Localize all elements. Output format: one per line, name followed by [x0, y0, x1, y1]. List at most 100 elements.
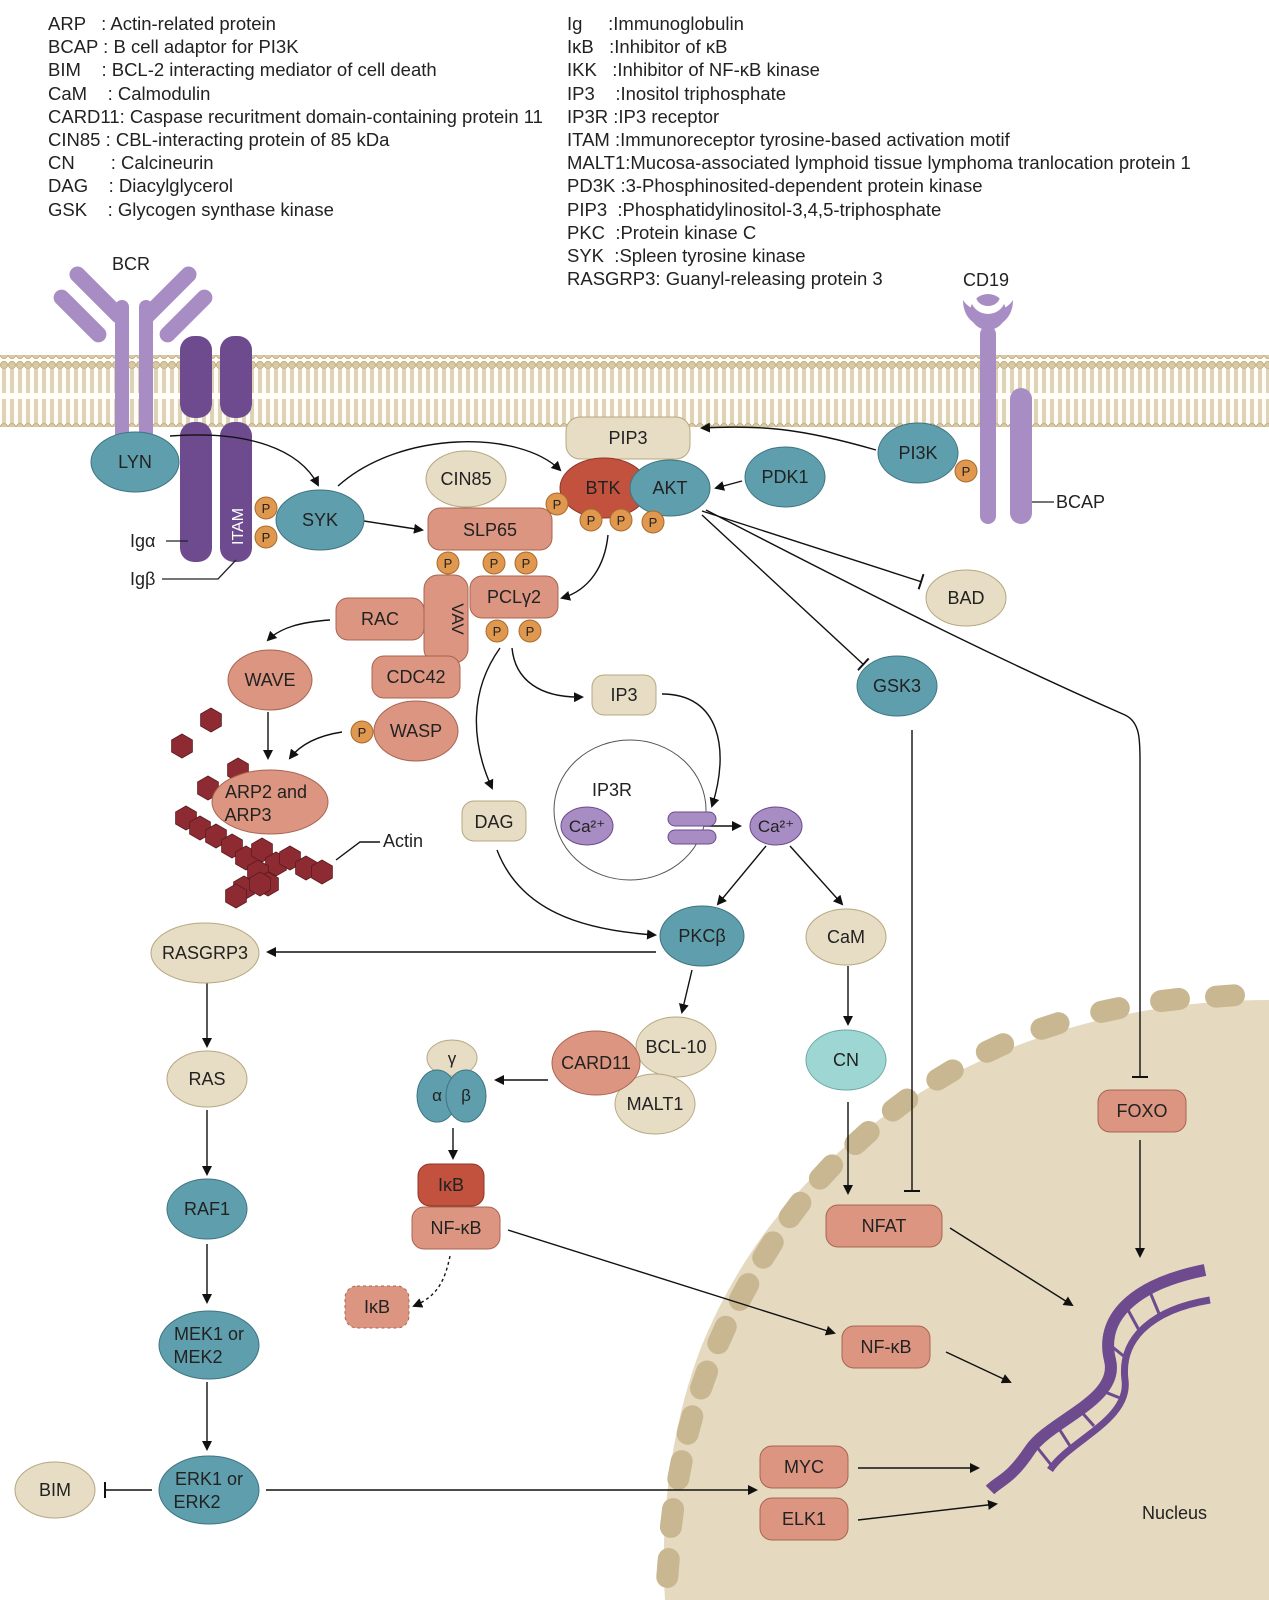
ig-beta-label: Igβ [130, 569, 155, 589]
svg-text:P: P [262, 501, 271, 516]
rac-node: RAC [335, 597, 425, 641]
actin-monomer [189, 815, 211, 841]
bcr-receptor [53, 266, 213, 440]
svg-text:P: P [522, 556, 531, 571]
actin-label: Actin [383, 831, 423, 851]
ip3r-label: IP3R [592, 780, 632, 800]
wasp-node: WASP [373, 700, 459, 762]
legend-right-row: SYK :Spleen tyrosine kinase [567, 245, 806, 267]
itam-label: ITAM [230, 508, 247, 545]
calcium-er-node: Ca²⁺ [560, 806, 614, 846]
dag-node: DAG [461, 800, 527, 842]
ip3r-channel [667, 811, 717, 845]
lyn-label: LYN [118, 452, 152, 472]
ikk-alpha-label: α [432, 1086, 442, 1105]
nuclear-pore [1030, 1012, 1070, 1040]
nuclear-pore [881, 1088, 919, 1122]
nucleus-label: Nucleus [1142, 1503, 1207, 1523]
malt1-node: MALT1 [614, 1073, 696, 1135]
nuclear-pore [975, 1033, 1015, 1063]
nfkb-nuclear-label: NF-κB [861, 1337, 912, 1357]
ras-node: RAS [166, 1050, 248, 1108]
nuclear-pore [659, 1498, 685, 1538]
cdc42-label: CDC42 [386, 667, 445, 687]
pdk1-label: PDK1 [761, 467, 808, 487]
nuclear-pore [1205, 984, 1245, 1008]
nfkb-label: NF-κB [431, 1218, 482, 1238]
cd19-receptor [963, 294, 1032, 524]
cn-node: CN [805, 1029, 887, 1091]
foxo-label: FOXO [1116, 1101, 1167, 1121]
legend-left-row: BIM : BCL-2 interacting mediator of cell… [48, 59, 437, 81]
myc-label: MYC [784, 1457, 824, 1477]
legend-left-row: CARD11: Caspase recuritment domain-conta… [48, 105, 543, 127]
bcl10-node: BCL-10 [635, 1016, 717, 1078]
nuclear-pore [1090, 997, 1130, 1023]
gsk3-label: GSK3 [873, 676, 921, 696]
svg-text:P: P [444, 556, 453, 571]
erk-label-1: ERK1 or [175, 1469, 243, 1489]
pdk1-node: PDK1 [744, 446, 826, 508]
svg-text:P: P [649, 515, 658, 530]
card11-node: CARD11 [551, 1030, 641, 1096]
nuclear-envelope [656, 984, 1245, 1588]
bcl10-label: BCL-10 [645, 1037, 706, 1057]
svg-text:P: P [490, 556, 499, 571]
phosphate-icon: P [641, 510, 665, 534]
mek-label-2: MEK2 [173, 1347, 222, 1367]
slp65-label: SLP65 [463, 520, 517, 540]
legend-left-row: GSK : Glycogen synthase kinase [48, 198, 334, 220]
gsk3-node: GSK3 [856, 655, 938, 717]
pi3k-node: PI3K [877, 422, 959, 484]
rasgrp3-label: RASGRP3 [162, 943, 248, 963]
svg-text:P: P [587, 513, 596, 528]
nuclear-pore [689, 1360, 719, 1400]
legend-right-row: IKK :Inhibitor of NF-κB kinase [567, 59, 820, 81]
actin-filament [171, 707, 333, 909]
actin-monomer [311, 859, 333, 885]
erk-node: ERK1 or ERK2 [158, 1455, 260, 1525]
nuclear-pore [808, 1154, 844, 1190]
malt1-label: MALT1 [627, 1094, 684, 1114]
bad-label: BAD [947, 588, 984, 608]
ras-label: RAS [188, 1069, 225, 1089]
nuclear-pore [1150, 987, 1190, 1013]
actin-monomer [225, 883, 247, 909]
nuclear-pore [752, 1231, 784, 1269]
plcg2-label: PCLγ2 [487, 587, 541, 607]
ig-alpha-label: Igα [130, 531, 155, 551]
wave-label: WAVE [244, 670, 295, 690]
legend-right-row: PD3K :3-Phosphinosited-dependent protein… [567, 175, 983, 197]
svg-text:P: P [617, 513, 626, 528]
btk-node: BTK [559, 457, 649, 519]
phosphate-icon: P [254, 525, 278, 549]
legend-left-row: CIN85 : CBL-interacting protein of 85 kD… [48, 129, 390, 151]
actin-monomer [200, 707, 222, 733]
ikb-free-node: IκB [344, 1285, 410, 1329]
nuclear-pore [926, 1059, 964, 1091]
cam-label: CaM [827, 927, 865, 947]
nfkb-node: NF-κB [411, 1206, 501, 1250]
ip3-label: IP3 [610, 685, 637, 705]
ikb-node: IκB [417, 1163, 485, 1207]
svg-text:P: P [962, 464, 971, 479]
vav-label: VAV [448, 603, 467, 635]
nfat-node: NFAT [825, 1204, 943, 1248]
arp-label-2: ARP3 [224, 805, 271, 825]
nuclear-pore [676, 1405, 704, 1445]
erk-label-2: ERK2 [173, 1492, 220, 1512]
ikk-gamma-label: γ [448, 1049, 457, 1068]
svg-text:P: P [358, 725, 367, 740]
phosphate-icon: P [482, 551, 506, 575]
ikb-label: IκB [438, 1175, 464, 1195]
phosphate-icon: P [518, 619, 542, 643]
raf1-label: RAF1 [184, 1199, 230, 1219]
calcium-cytosol-node: Ca²⁺ [749, 806, 803, 846]
akt-label: AKT [652, 478, 687, 498]
elk1-label: ELK1 [782, 1509, 826, 1529]
foxo-node: FOXO [1097, 1089, 1187, 1133]
